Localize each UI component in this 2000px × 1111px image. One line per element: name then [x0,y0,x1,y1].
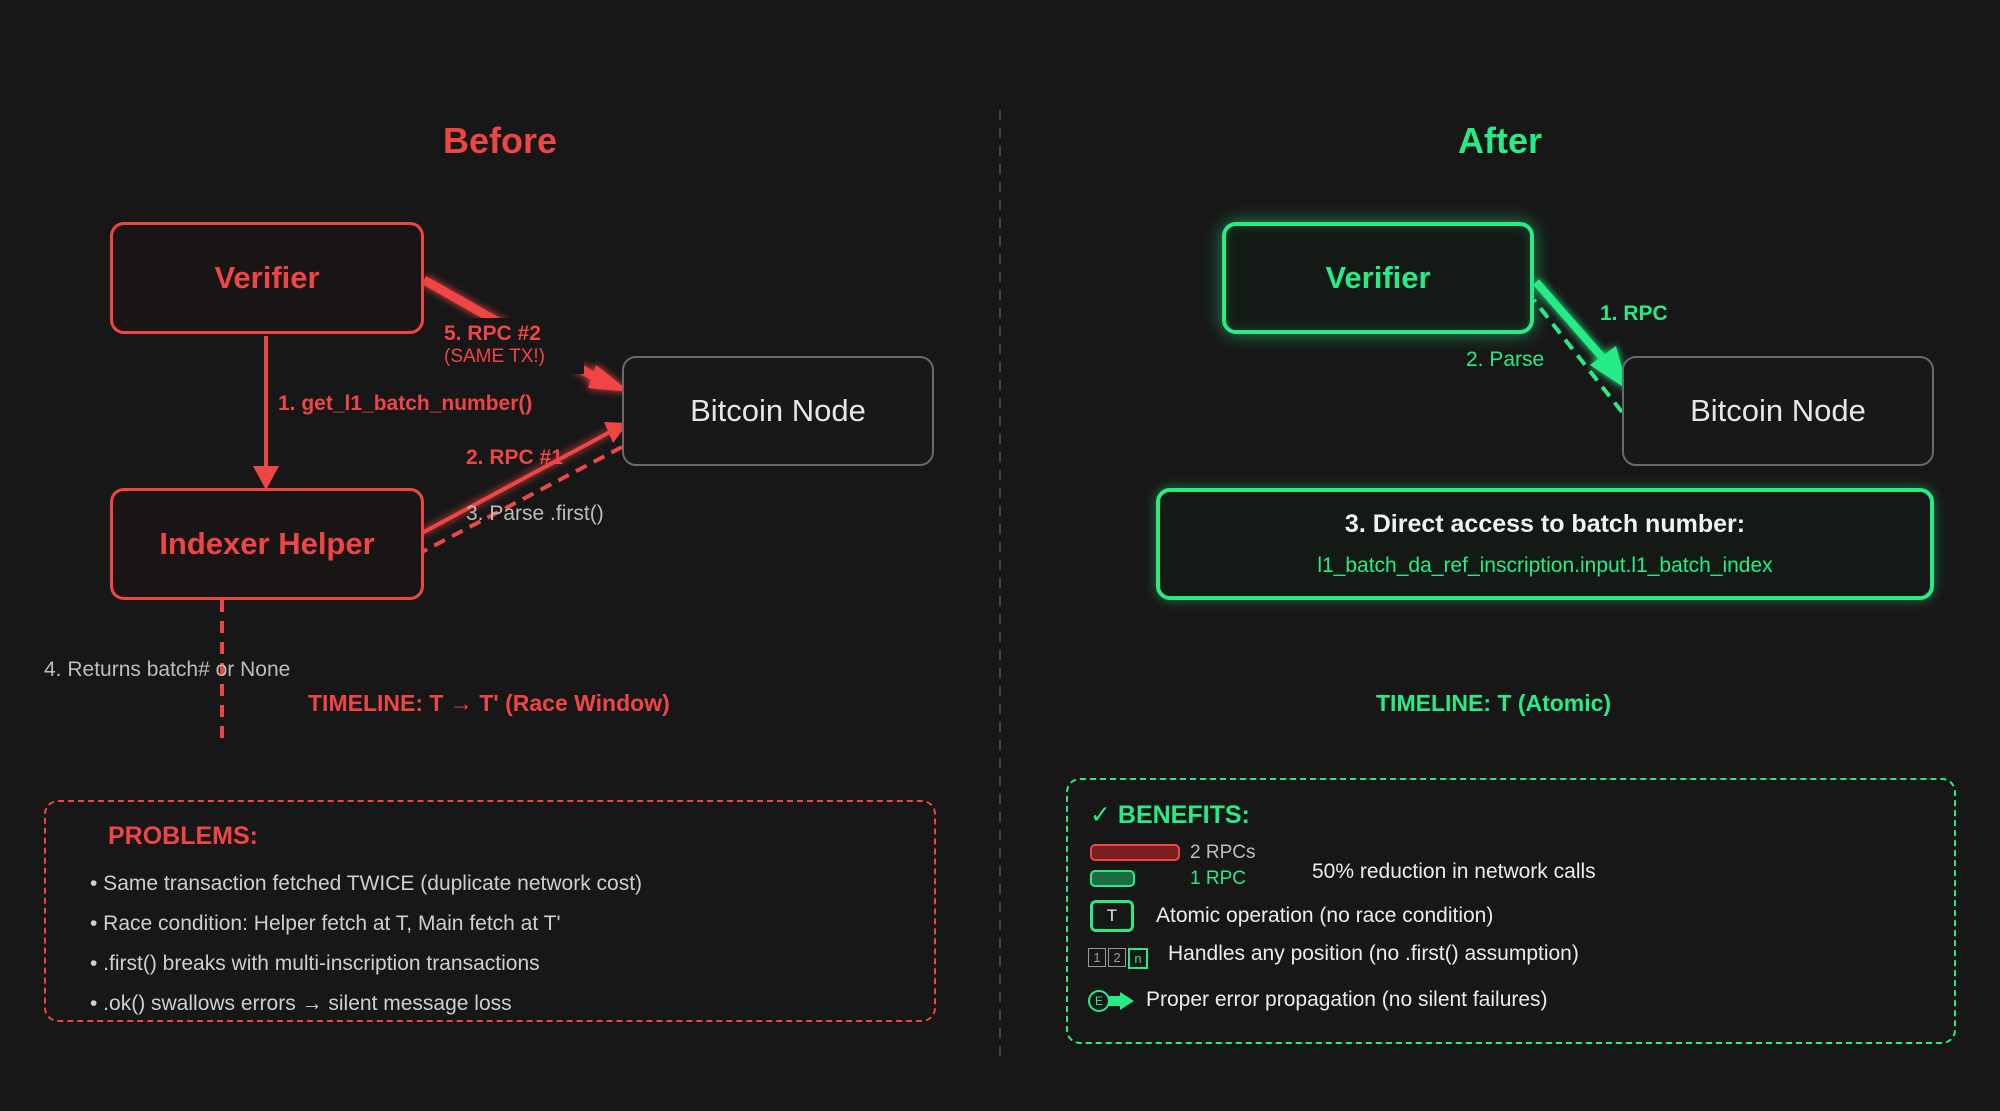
verifier-box-after: Verifier [1222,222,1534,334]
step-4-label: 4. Returns batch# or None [44,658,291,681]
error-icon-glyph: E [1094,994,1103,1008]
benefits-title: ✓ BENEFITS: [1090,801,1250,829]
step-5-note: (SAME TX!) [444,346,545,367]
arrowhead-after-rpc [1590,346,1628,390]
arrow-after-parse [1532,298,1624,414]
position-icons: 1 2 n [1088,948,1148,969]
before-title: Before [442,120,558,161]
error-arrow-icon [1108,992,1134,1010]
problem-item: • Same transaction fetched TWICE (duplic… [90,872,643,895]
step-5-label: 5. RPC #2 [444,322,541,345]
after-step-1-label: 1. RPC [1600,302,1668,325]
benefits-panel: ✓ BENEFITS: 2 RPCs 1 RPC 50% reduction i… [1066,778,1956,1044]
arrow-after-rpc [1532,279,1612,367]
arrowhead-get-batch [253,466,279,490]
after-step-2-label: 2. Parse [1466,348,1545,371]
direct-access-box: 3. Direct access to batch number: l1_bat… [1156,488,1934,600]
position-n-icon: n [1128,948,1148,969]
problems-panel: PROBLEMS: • Same transaction fetched TWI… [44,800,936,1022]
two-rpcs-bar [1090,844,1180,861]
problem-item: • .first() breaks with multi-inscription… [90,952,540,975]
direct-access-path: l1_batch_da_ref_inscription.input.l1_bat… [1317,554,1773,577]
verifier-box-before: Verifier [110,222,424,334]
atomic-icon-glyph: T [1106,906,1118,925]
timeline-after: TIMELINE: T (Atomic) [1376,690,1612,716]
error-icon: E [1088,990,1110,1012]
atomic-icon: T [1090,900,1134,932]
verifier-label: Verifier [214,260,320,295]
rpc2-label-backdrop [436,318,584,374]
benefit-error: Proper error propagation (no silent fail… [1146,988,1548,1011]
step-3-label: 3. Parse .first() [466,502,604,525]
bitcoin-node-box-after: Bitcoin Node [1622,356,1934,466]
two-rpcs-label: 2 RPCs [1190,842,1256,863]
arrowhead-rpc-2 [588,365,630,392]
after-title: After [1457,120,1542,161]
indexer-helper-label: Indexer Helper [159,526,375,561]
benefit-reduction: 50% reduction in network calls [1312,860,1596,883]
bitcoin-node-label: Bitcoin Node [690,393,866,428]
step-2-label: 2. RPC #1 [466,446,563,469]
problems-title: PROBLEMS: [108,822,258,850]
one-rpc-bar [1090,870,1135,887]
timeline-before: TIMELINE: T → T' (Race Window) [308,690,670,716]
arrow-rpc-1 [421,430,611,535]
direct-access-title: 3. Direct access to batch number: [1344,510,1746,538]
arrow-parse-first [421,445,623,554]
one-rpc-label: 1 RPC [1190,868,1246,889]
benefit-atomic: Atomic operation (no race condition) [1156,904,1494,927]
bitcoin-node-label: Bitcoin Node [1690,393,1866,428]
indexer-helper-box: Indexer Helper [110,488,424,600]
bitcoin-node-box-before: Bitcoin Node [622,356,934,466]
position-1-icon: 1 [1088,948,1106,967]
position-2-icon: 2 [1108,948,1126,967]
step-1-label: 1. get_l1_batch_number() [278,392,533,415]
problem-item: • .ok() swallows errors → silent message… [90,992,512,1015]
benefit-position: Handles any position (no .first() assump… [1168,942,1579,965]
problem-item: • Race condition: Helper fetch at T, Mai… [90,912,561,935]
verifier-label: Verifier [1325,260,1431,295]
